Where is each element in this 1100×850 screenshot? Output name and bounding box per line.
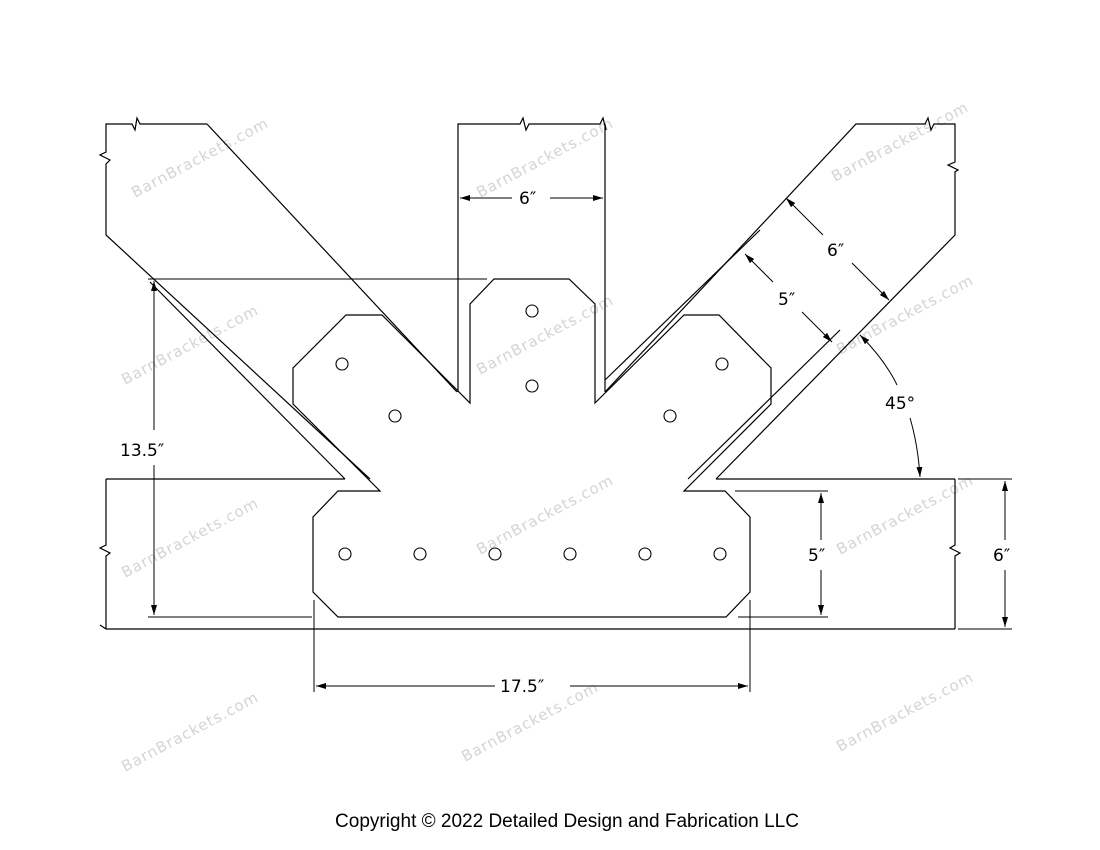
bolt-hole [525,304,539,318]
dim-plate-arm-width: 5″ [744,253,833,343]
dim-plate-leg: 5″ [735,490,828,618]
right-brace [604,116,960,480]
dim-overall-height: 13.5″ [120,278,487,618]
svg-text:5″: 5″ [808,546,825,566]
dim-post-width: 6″ [460,189,603,209]
bolt-hole [388,409,402,423]
dim-angle: 45° [859,334,923,478]
svg-text:6″: 6″ [827,241,844,261]
watermark: BarnBrackets.com [833,668,976,756]
dim-brace-width: 6″ [785,197,890,301]
bolt-hole [663,409,677,423]
watermark: BarnBrackets.com [128,114,271,202]
left-brace [98,116,458,480]
bolt-hole [413,547,427,561]
bracket-plate [292,278,772,618]
beam [98,478,962,630]
svg-text:13.5″: 13.5″ [120,441,164,461]
watermarks: BarnBrackets.com BarnBrackets.com BarnBr… [118,98,976,776]
watermark: BarnBrackets.com [473,114,616,202]
svg-text:5″: 5″ [778,290,795,310]
watermark: BarnBrackets.com [833,271,976,359]
bolt-hole [638,547,652,561]
dim-plate-length: 17.5″ [313,600,751,697]
svg-text:6″: 6″ [993,546,1010,566]
watermark: BarnBrackets.com [118,301,261,389]
bolt-hole [563,547,577,561]
watermark: BarnBrackets.com [828,98,971,186]
bolt-hole [715,357,729,371]
bolt-hole [525,379,539,393]
bolt-hole [713,547,727,561]
bolt-hole [488,547,502,561]
bolt-holes [335,304,729,561]
bolt-hole [335,357,349,371]
center-post [457,116,607,392]
copyright-text: Copyright © 2022 Detailed Design and Fab… [335,811,799,832]
watermark: BarnBrackets.com [118,688,261,776]
svg-text:6″: 6″ [519,189,536,209]
bolt-hole [338,547,352,561]
watermark: BarnBrackets.com [118,494,261,582]
dim-beam-depth: 6″ [958,478,1012,630]
svg-text:45°: 45° [885,394,915,414]
watermark: BarnBrackets.com [473,471,616,559]
svg-text:17.5″: 17.5″ [500,677,544,697]
